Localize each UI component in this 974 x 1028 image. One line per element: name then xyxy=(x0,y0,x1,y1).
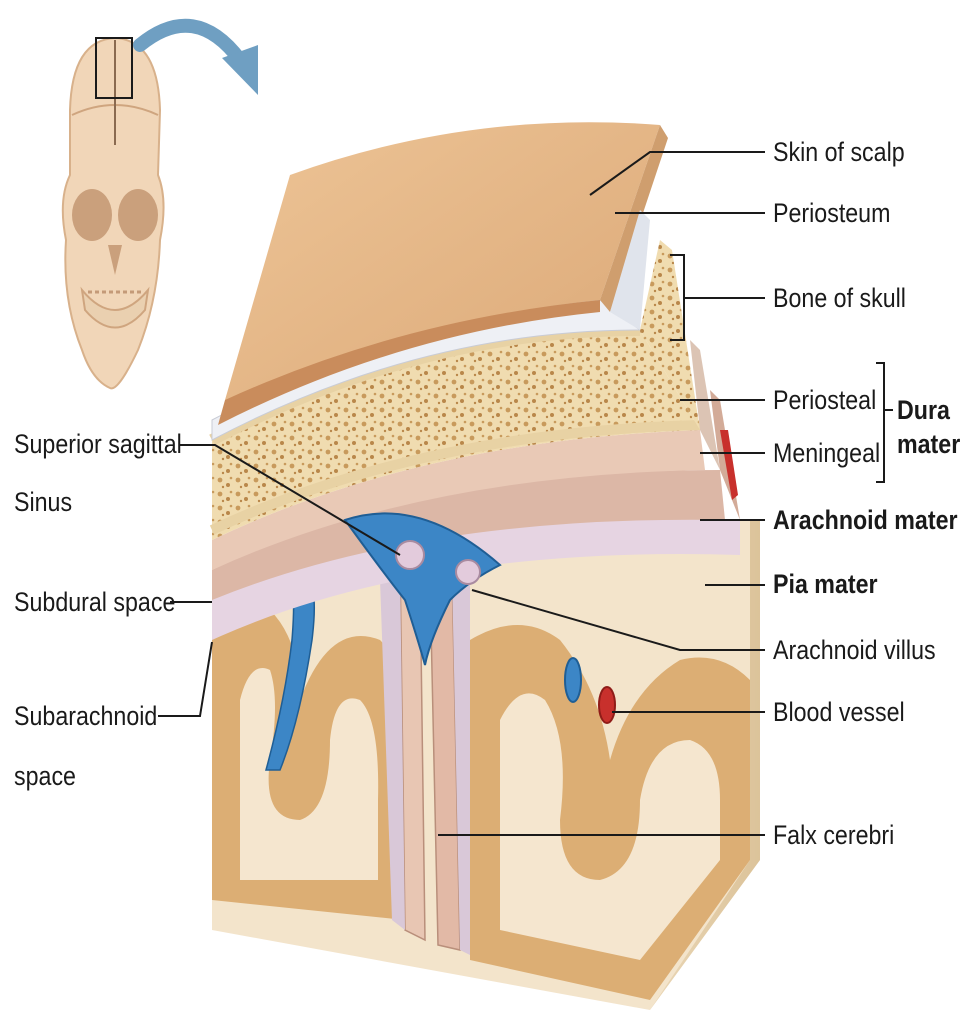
arachnoid-villus-right xyxy=(456,560,480,584)
label-subarachnoid-line2: space xyxy=(14,760,76,792)
label-superior-sagittal-line1: Superior sagittal xyxy=(14,428,182,460)
label-skin-of-scalp: Skin of scalp xyxy=(773,136,905,168)
blood-vessel-vein xyxy=(565,658,581,702)
label-blood-vessel: Blood vessel xyxy=(773,696,905,728)
label-periosteum: Periosteum xyxy=(773,197,890,229)
leader-subarachnoid-space xyxy=(158,642,212,716)
label-superior-sagittal-line2: Sinus xyxy=(14,486,72,518)
blood-vessel-artery xyxy=(599,687,615,723)
label-arachnoid-mater: Arachnoid mater xyxy=(773,504,958,536)
label-subdural-space: Subdural space xyxy=(14,586,175,618)
skull-eye-socket-right xyxy=(118,189,158,241)
skull-thumbnail xyxy=(63,38,164,388)
skull-eye-socket-left xyxy=(72,189,112,241)
label-dura-mater-line1: Dura xyxy=(897,394,950,426)
label-falx-cerebri: Falx cerebri xyxy=(773,819,894,851)
label-arachnoid-villus: Arachnoid villus xyxy=(773,634,936,666)
arachnoid-villus-left xyxy=(396,541,424,569)
label-subarachnoid-line1: Subarachnoid xyxy=(14,700,157,732)
arrow-shaft xyxy=(140,26,240,60)
label-bone-of-skull: Bone of skull xyxy=(773,282,906,314)
label-periosteal: Periosteal xyxy=(773,384,876,416)
label-meningeal: Meningeal xyxy=(773,437,880,469)
label-dura-mater-line2: mater xyxy=(897,428,960,460)
label-pia-mater: Pia mater xyxy=(773,568,878,600)
